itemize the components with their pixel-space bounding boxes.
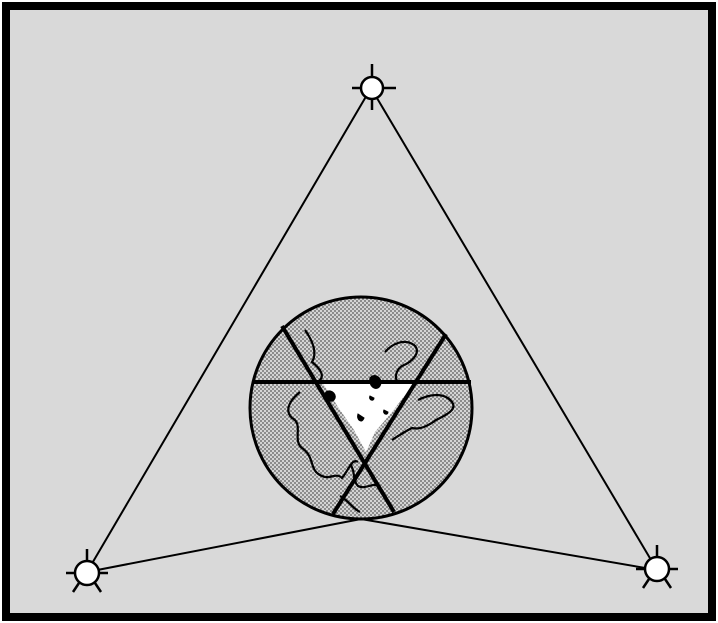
earth-globe-icon	[250, 297, 472, 519]
